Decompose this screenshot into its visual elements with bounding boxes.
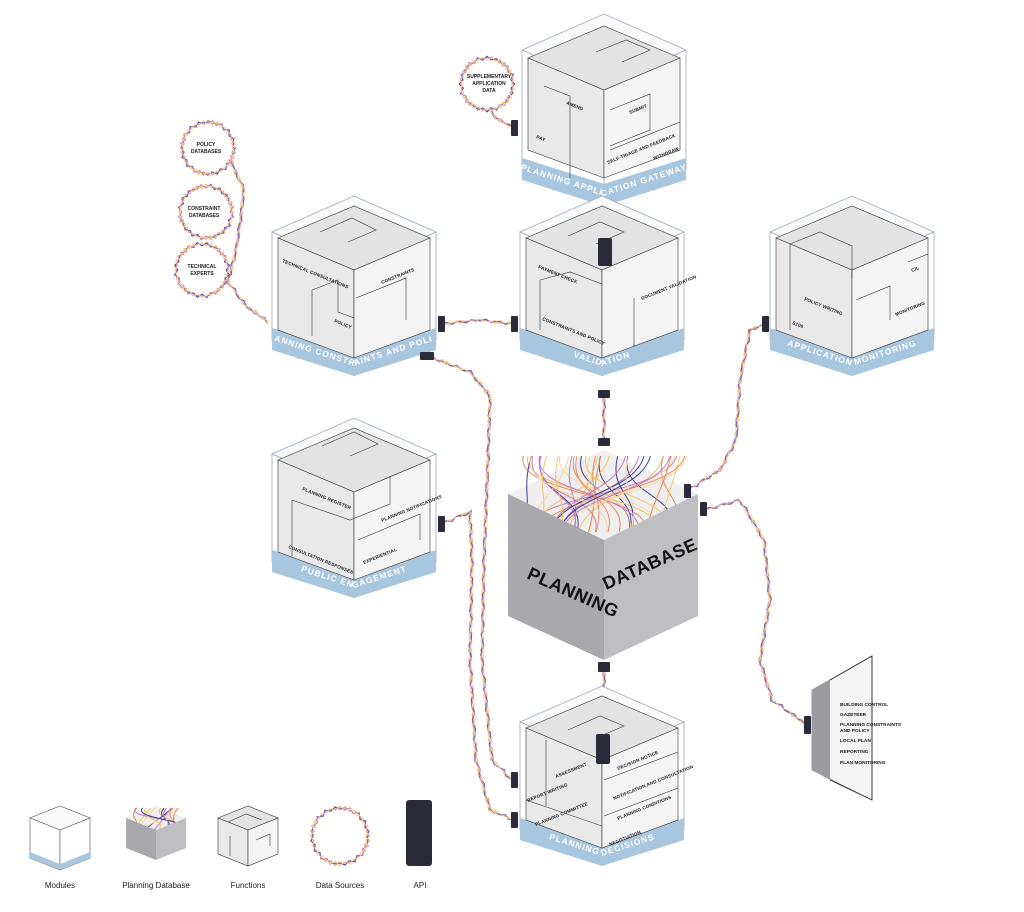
api-decisions-left-1 [511, 772, 518, 788]
ext-gazeteer: GAZETEER [840, 712, 867, 718]
api-db-right-1 [684, 484, 691, 498]
legend: Modules Planning Database Functions Data… [30, 800, 432, 890]
ext-local-plan: LOCAL PLAN [840, 738, 871, 744]
cable-validation-db [602, 394, 605, 440]
ext-planning-constraints: PLANNING CONSTRAINTS [840, 722, 902, 728]
ext-and-policy: AND POLICY [840, 728, 870, 734]
legend-api-label: API [414, 881, 427, 890]
legend-modules-label: Modules [45, 881, 75, 890]
api-decisions-left-2 [511, 812, 518, 828]
data-source-constraint-databases: CONSTRAINT DATABASES [178, 184, 234, 240]
svg-text:APPLICATION: APPLICATION [472, 81, 506, 87]
legend-modules-icon [30, 806, 90, 870]
cable-db-external [703, 499, 808, 726]
api-db-bottom [598, 662, 610, 672]
legend-data-sources-icon [310, 806, 370, 866]
svg-text:SUPPLEMENTARY: SUPPLEMENTARY [467, 74, 512, 80]
legend-functions-icon [218, 806, 278, 866]
svg-text:TECHNICAL: TECHNICAL [188, 264, 217, 270]
api-monitoring-left [762, 316, 769, 332]
legend-database-label: Planning Database [122, 881, 190, 890]
module-planning-application-gateway: AMEND SUBMIT PAY SELF-TRIAGE AND FEEDBAC… [520, 14, 689, 206]
module-validation: PAYMENT CHECK CONSTRAINTS AND POLICY DOC… [520, 196, 698, 376]
external-systems-panel: BUILDING CONTROL GAZETEER PLANNING CONST… [812, 656, 902, 800]
api-db-top [598, 438, 610, 446]
module-planning-decisions: DECISION NOTICE ASSESSMENT NOTIFICATION … [520, 686, 694, 866]
legend-data-sources-label: Data Sources [316, 881, 364, 890]
api-external [804, 716, 811, 734]
api-validation-left [511, 316, 518, 332]
api-db-right-2 [700, 502, 707, 516]
api-engagement-right [438, 516, 445, 532]
planning-database: PLANNING DATABASE [508, 450, 700, 660]
svg-text:DATABASES: DATABASES [191, 149, 222, 155]
legend-api-icon [406, 800, 432, 866]
data-source-supplementary: SUPPLEMENTARY APPLICATION DATA [459, 56, 515, 112]
api-decisions-top [596, 734, 610, 764]
module-public-engagement: PLANNING REGISTER PLANNING NOTIFICATIONS… [272, 418, 443, 598]
api-gateway-down [598, 238, 612, 266]
module-application-monitoring: CIL POLICY WRITING S106 MONITORING APPLI… [770, 196, 934, 376]
api-constraints-bottom [420, 352, 434, 360]
api-constraints-right [438, 316, 445, 332]
ext-reporting: REPORTING [840, 749, 869, 755]
legend-database-icon [126, 806, 186, 860]
data-source-technical-experts: TECHNICAL EXPERTS [174, 242, 230, 298]
api-validation-bottom [598, 390, 610, 398]
svg-text:DATABASES: DATABASES [189, 213, 220, 219]
svg-text:CONSTRAINT: CONSTRAINT [188, 206, 221, 212]
cable-constraints-validation [440, 318, 515, 325]
cable-db-monitoring [687, 323, 768, 492]
ext-building-control: BUILDING CONTROL [840, 702, 888, 708]
legend-functions-label: Functions [231, 881, 266, 890]
api-gateway-left [511, 120, 518, 136]
svg-text:DATA: DATA [482, 88, 496, 94]
svg-text:POLICY: POLICY [197, 142, 216, 148]
cable-engagement-decisions [440, 510, 516, 821]
cable-policy-sources [226, 158, 269, 323]
svg-text:EXPERTS: EXPERTS [190, 271, 214, 277]
ext-plan-monitoring: PLAN MONITORING [840, 760, 886, 766]
data-source-policy-databases: POLICY DATABASES [180, 120, 236, 176]
